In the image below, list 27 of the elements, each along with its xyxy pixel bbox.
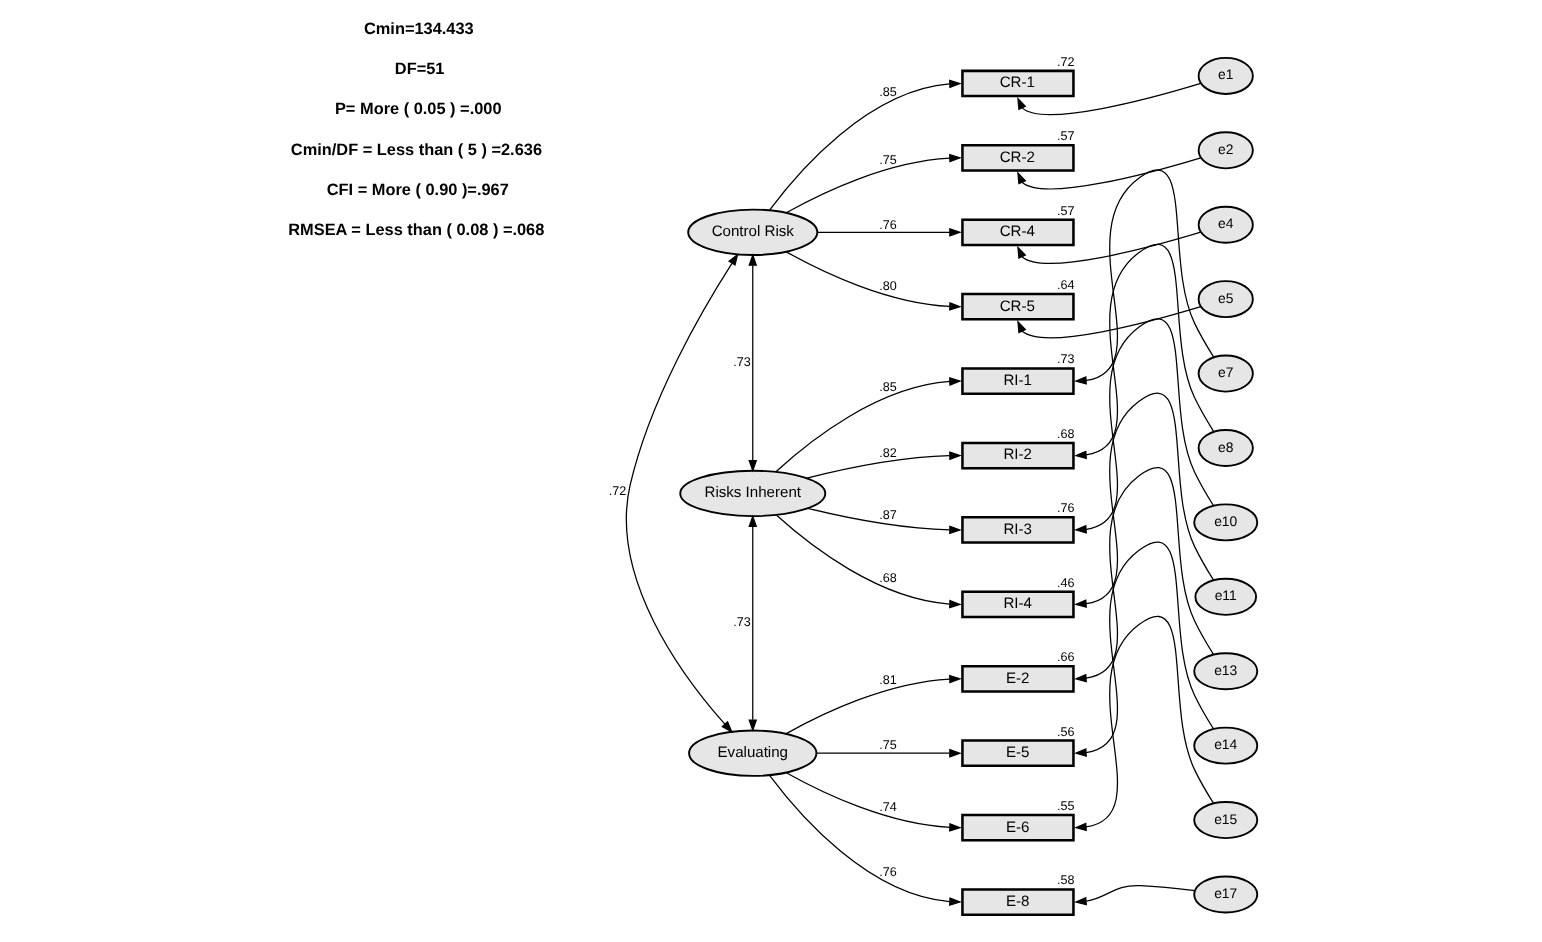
arrow	[1073, 392, 1214, 609]
arrow	[1073, 169, 1214, 385]
arrow	[747, 514, 757, 733]
arrow	[806, 507, 961, 535]
arrow	[784, 153, 961, 214]
arrow	[767, 79, 961, 211]
arrow	[784, 772, 961, 832]
arrow	[625, 253, 738, 734]
arrow	[1016, 306, 1201, 339]
arrow	[774, 514, 961, 609]
arrow	[815, 227, 961, 237]
arrow	[1073, 318, 1214, 534]
arrow	[1016, 157, 1201, 190]
arrow	[784, 251, 961, 311]
arrow	[774, 377, 961, 473]
arrow	[805, 451, 961, 479]
arrow	[1016, 231, 1201, 264]
arrow	[784, 674, 961, 735]
arrow	[1073, 541, 1214, 757]
arrow	[815, 748, 961, 758]
arrow	[1073, 467, 1214, 683]
arrow	[767, 774, 961, 907]
arrow	[1016, 82, 1201, 116]
arrow	[1073, 616, 1214, 832]
arrow	[747, 253, 757, 473]
arrow	[1073, 884, 1195, 906]
arrow	[1073, 244, 1214, 460]
